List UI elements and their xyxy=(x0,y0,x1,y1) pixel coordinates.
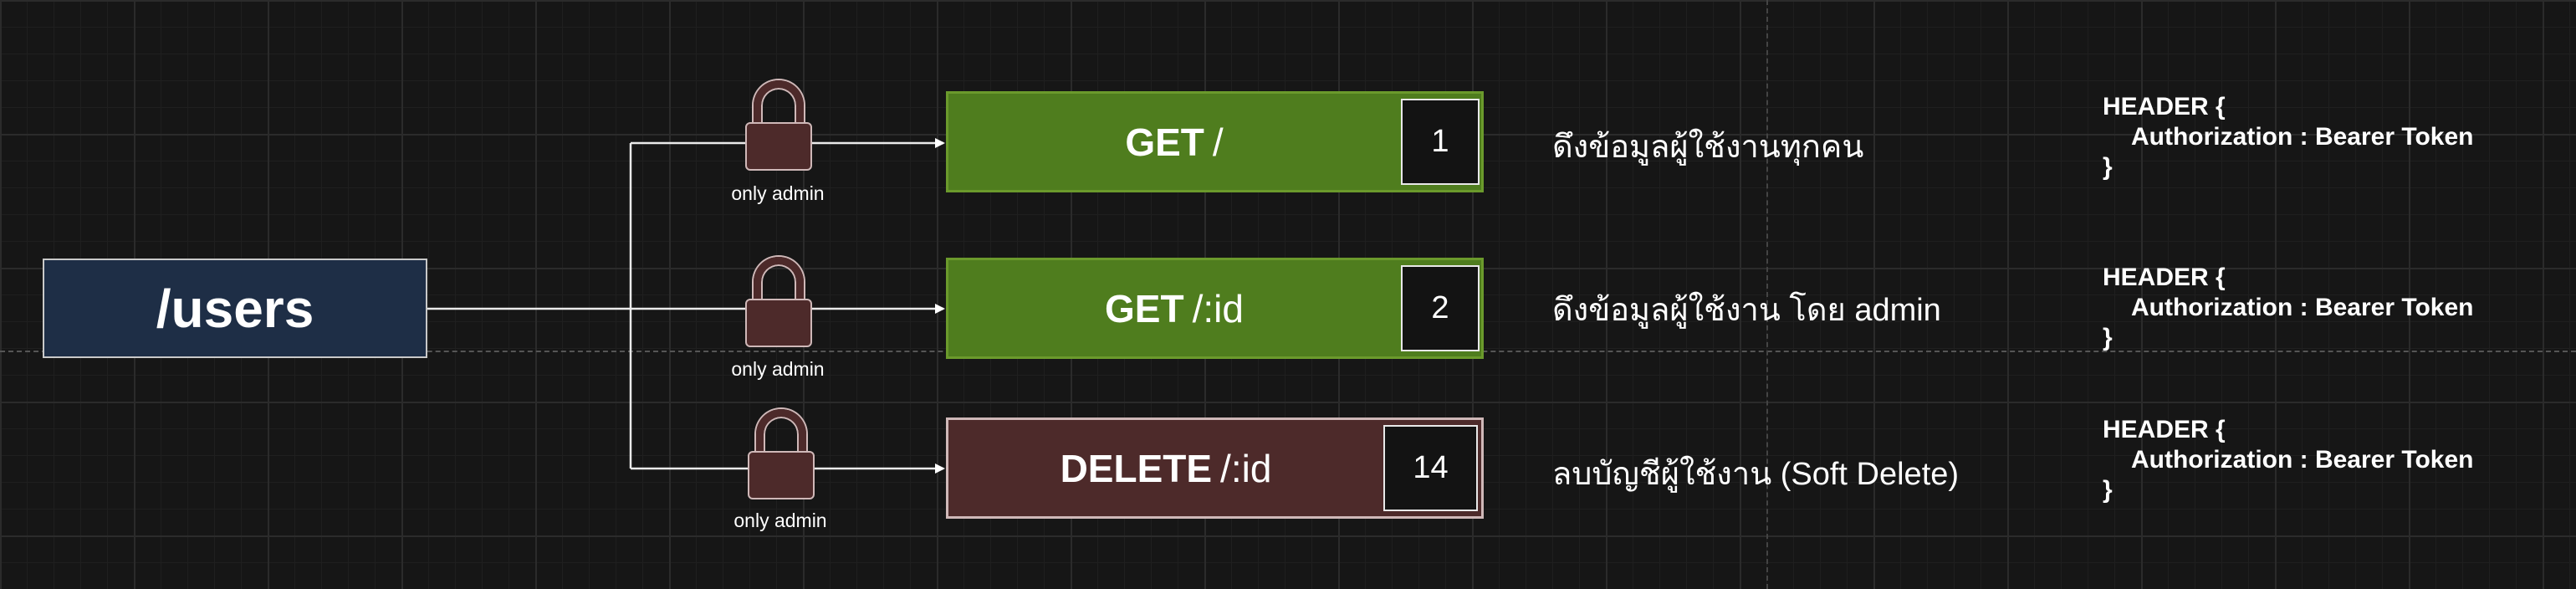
route-path: /:id xyxy=(1220,446,1272,490)
route-delete-by-id[interactable]: DELETE /:id 14 xyxy=(946,417,1484,519)
header-authorization: Authorization : Bearer Token xyxy=(2131,123,2474,151)
guide-line-vertical xyxy=(1766,0,1768,589)
resource-path: /users xyxy=(156,278,314,339)
header-close: } xyxy=(2103,153,2113,181)
lock-label-2: only admin xyxy=(731,358,825,380)
route-number-badge: 1 xyxy=(1401,99,1480,185)
header-block-1: HEADER { Authorization : Bearer Token } xyxy=(2103,92,2473,182)
route-number-badge: 2 xyxy=(1401,265,1480,351)
route-description-1: ดึงข้อมูลผู้ใช้งานทุกคน xyxy=(1552,130,1864,165)
route-get-all[interactable]: GET / 1 xyxy=(946,91,1484,192)
header-block-2: HEADER { Authorization : Bearer Token } xyxy=(2103,263,2473,353)
route-path: /:id xyxy=(1192,286,1244,330)
header-close: } xyxy=(2103,476,2113,504)
route-description-2: ดึงข้อมูลผู้ใช้งาน โดย admin xyxy=(1552,293,1941,328)
header-authorization: Authorization : Bearer Token xyxy=(2131,294,2474,321)
resource-users-box[interactable]: /users xyxy=(43,259,427,358)
route-method: DELETE xyxy=(1060,446,1213,490)
lock-icon xyxy=(748,407,815,501)
header-open: HEADER { xyxy=(2103,264,2226,291)
header-block-3: HEADER { Authorization : Bearer Token } xyxy=(2103,415,2473,505)
lock-icon xyxy=(745,255,812,349)
lock-label-1: only admin xyxy=(731,182,825,204)
lock-icon xyxy=(745,79,812,172)
header-open: HEADER { xyxy=(2103,416,2226,443)
route-method: GET xyxy=(1125,120,1204,164)
header-authorization: Authorization : Bearer Token xyxy=(2131,446,2474,474)
header-close: } xyxy=(2103,324,2113,351)
route-description-3: ลบบัญชีผู้ใช้งาน (Soft Delete) xyxy=(1552,457,1960,492)
route-path: / xyxy=(1212,120,1224,164)
lock-label-3: only admin xyxy=(733,510,827,531)
route-get-by-id[interactable]: GET /:id 2 xyxy=(946,258,1484,359)
header-open: HEADER { xyxy=(2103,93,2226,120)
route-number-badge: 14 xyxy=(1383,425,1478,511)
route-method: GET xyxy=(1105,286,1184,330)
